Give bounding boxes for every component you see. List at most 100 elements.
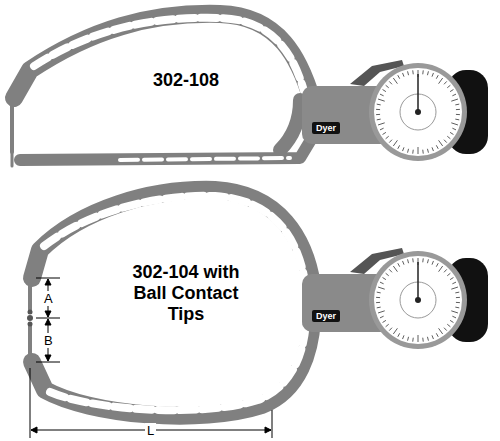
dial-tick bbox=[398, 145, 400, 149]
dial-tick bbox=[422, 338, 424, 342]
dial-tick bbox=[422, 258, 424, 262]
dial-tick bbox=[436, 333, 438, 337]
dial-tick bbox=[393, 328, 397, 334]
dial-tick bbox=[393, 140, 397, 146]
dial-tick bbox=[455, 119, 459, 121]
dial-tick bbox=[432, 261, 433, 265]
dial-tick bbox=[378, 123, 385, 125]
dial-tick bbox=[444, 81, 447, 84]
dial-tick bbox=[439, 140, 443, 146]
dial-tick bbox=[452, 94, 456, 96]
dial-tick bbox=[383, 132, 386, 134]
dial-tick bbox=[436, 263, 438, 267]
dial-tick bbox=[412, 258, 414, 262]
dial-tick bbox=[432, 73, 433, 77]
dial-tick bbox=[451, 99, 458, 101]
dial-tick bbox=[393, 266, 397, 272]
dial-tick bbox=[456, 114, 460, 115]
dial-tick bbox=[447, 273, 450, 276]
dial-tick bbox=[456, 297, 460, 298]
dial-tick bbox=[450, 277, 453, 279]
dial-tick bbox=[398, 75, 400, 79]
dial-tick bbox=[444, 269, 447, 272]
dial-tick bbox=[383, 320, 386, 322]
dial-tick bbox=[412, 70, 414, 74]
dial-tick bbox=[427, 337, 429, 341]
dial-tick bbox=[378, 311, 385, 313]
dial-tick bbox=[376, 297, 380, 298]
dial-tick bbox=[451, 123, 458, 125]
dial-tick bbox=[436, 75, 438, 79]
dial-tick bbox=[450, 320, 453, 322]
dial-tick bbox=[451, 287, 458, 289]
dial-tick bbox=[377, 292, 381, 294]
dial-tick bbox=[455, 292, 459, 294]
dial-tick bbox=[389, 269, 392, 272]
dial-tick bbox=[403, 73, 404, 77]
dial-tick bbox=[452, 282, 456, 284]
dial-tick bbox=[439, 78, 443, 84]
dial-tick bbox=[376, 114, 380, 115]
dial-tick bbox=[412, 150, 414, 154]
dial-tick bbox=[450, 132, 453, 134]
dial-tick bbox=[380, 128, 384, 130]
dial-tick bbox=[389, 328, 392, 331]
brand-badge: Dyer bbox=[312, 310, 340, 322]
dial-tick bbox=[447, 324, 450, 327]
dial-tick bbox=[412, 338, 414, 342]
dial-tick bbox=[380, 316, 384, 318]
dial-tick bbox=[418, 335, 419, 342]
dial-tick bbox=[444, 328, 447, 331]
dial-tick bbox=[456, 302, 460, 303]
dial-tick bbox=[452, 128, 456, 130]
dial-tick bbox=[422, 150, 424, 154]
dial-tick bbox=[447, 85, 450, 88]
dial-tick bbox=[447, 136, 450, 139]
dial-tick bbox=[386, 273, 389, 276]
dial-tick bbox=[376, 109, 380, 110]
dial-tick bbox=[386, 85, 389, 88]
dial-tick bbox=[380, 282, 384, 284]
dial-tick bbox=[377, 104, 381, 106]
dial-tick bbox=[432, 335, 433, 339]
dial-tick bbox=[378, 99, 385, 101]
dial-tick bbox=[389, 81, 392, 84]
dial-tick bbox=[455, 307, 459, 309]
dial-tick bbox=[450, 89, 453, 91]
dial-tick bbox=[439, 328, 443, 334]
dial-tick bbox=[407, 149, 409, 153]
dial-tick bbox=[432, 147, 433, 151]
dial-tick bbox=[398, 333, 400, 337]
dimension-label: A bbox=[42, 291, 55, 306]
dial-tick bbox=[407, 71, 409, 75]
dial-tick bbox=[383, 277, 386, 279]
dial-tick bbox=[386, 324, 389, 327]
dial-tick bbox=[386, 136, 389, 139]
dial-tick bbox=[377, 119, 381, 121]
dimension-label: B bbox=[42, 333, 55, 348]
dial-tick bbox=[452, 316, 456, 318]
dial-tick bbox=[403, 147, 404, 151]
dial-tick bbox=[398, 263, 400, 267]
dial-tick bbox=[407, 259, 409, 263]
brand-badge: Dyer bbox=[312, 122, 340, 134]
dial-tick bbox=[455, 104, 459, 106]
dial-tick bbox=[376, 302, 380, 303]
dial-tick bbox=[422, 70, 424, 74]
dial-tick bbox=[436, 145, 438, 149]
dial-tick bbox=[383, 89, 386, 91]
dial-tick bbox=[427, 259, 429, 263]
dial-tick bbox=[407, 337, 409, 341]
dial-tick bbox=[444, 140, 447, 143]
dial-tick bbox=[403, 335, 404, 339]
dial-tick bbox=[389, 140, 392, 143]
dial-tick bbox=[456, 109, 460, 110]
dial-tick bbox=[427, 149, 429, 153]
dial-tick bbox=[403, 261, 404, 265]
model-number: 302-104 with Ball Contact Tips bbox=[116, 262, 256, 325]
dial-tick bbox=[439, 266, 443, 272]
dial-tick bbox=[451, 311, 458, 313]
dial-tick bbox=[378, 287, 385, 289]
